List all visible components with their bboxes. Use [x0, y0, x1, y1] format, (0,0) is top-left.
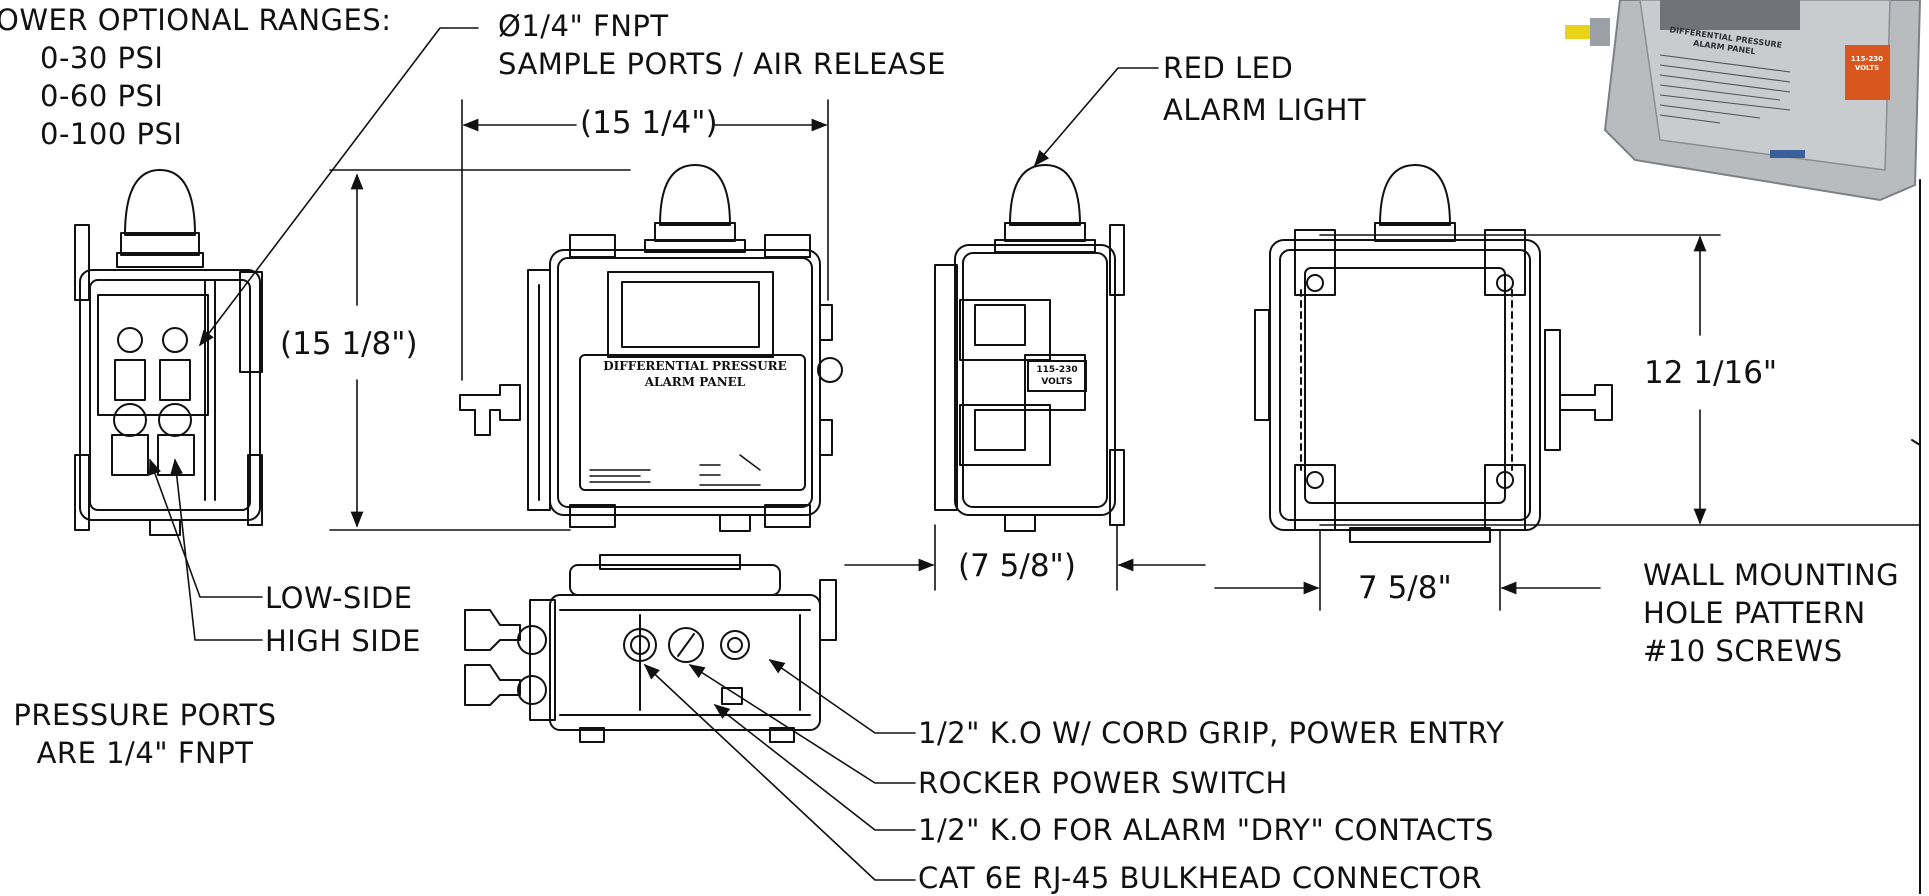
led-label-line2: ALARM LIGHT — [1163, 93, 1367, 127]
bottom-view — [464, 554, 837, 743]
sheet-border — [1911, 179, 1921, 894]
front-view — [459, 164, 843, 532]
back-view — [1254, 164, 1613, 543]
range-item-0-60: 0-60 PSI — [40, 79, 164, 113]
high-side-label: HIGH SIDE — [265, 624, 421, 658]
voltage-line2: VOLTS — [1041, 377, 1073, 387]
wall-mounting-line2: HOLE PATTERN — [1643, 596, 1866, 630]
callout-cord-grip: 1/2" K.O W/ CORD GRIP, POWER ENTRY — [918, 716, 1505, 750]
range-item-0-100: 0-100 PSI — [40, 117, 183, 151]
led-label-line1: RED LED — [1163, 51, 1294, 85]
low-side-label: LOW-SIDE — [265, 581, 413, 615]
sample-ports-size: Ø1/4" FNPT — [498, 9, 669, 43]
side-view-left — [74, 169, 263, 536]
photo-voltage-line2: VOLTS — [1854, 64, 1880, 72]
panel-title-line1: DIFFERENTIAL PRESSURE — [603, 359, 787, 373]
wall-mounting-line3: #10 SCREWS — [1643, 634, 1843, 668]
voltage-line1: 115-230 — [1036, 365, 1078, 375]
pressure-ports-note-2: ARE 1/4" FNPT — [36, 736, 254, 770]
dim-width: (15 1/4") — [580, 105, 718, 141]
panel-title: DIFFERENTIAL PRESSURE ALARM PANEL — [600, 358, 790, 390]
sample-ports-desc: SAMPLE PORTS / AIR RELEASE — [498, 47, 946, 81]
range-item-0-30: 0-30 PSI — [40, 41, 164, 75]
callout-rocker-switch: ROCKER POWER SWITCH — [918, 766, 1288, 800]
dim-height: (15 1/8") — [280, 326, 418, 362]
panel-title-line2: ALARM PANEL — [644, 375, 746, 389]
dim-hole-height: 12 1/16" — [1640, 355, 1782, 391]
callout-dry-contacts: 1/2" K.O FOR ALARM "DRY" CONTACTS — [918, 813, 1494, 847]
dim-depth: (7 5/8") — [958, 548, 1076, 584]
dimension-lines — [329, 99, 1921, 611]
pressure-ports-note-1: PRESSURE PORTS — [13, 698, 277, 732]
callout-rj45: CAT 6E RJ-45 BULKHEAD CONNECTOR — [918, 861, 1483, 895]
product-photo — [1565, 0, 1922, 202]
dim-hole-width: 7 5/8" — [1358, 570, 1452, 606]
photo-voltage: 115-230 VOLTS — [1846, 55, 1888, 73]
photo-voltage-line1: 115-230 — [1850, 55, 1884, 63]
wall-mounting-line1: WALL MOUNTING — [1643, 558, 1900, 592]
side-view-right — [934, 164, 1125, 532]
leader-lines — [148, 27, 1159, 881]
ranges-heading: OWER OPTIONAL RANGES: — [0, 3, 392, 37]
voltage-label: 115-230 VOLTS — [1027, 360, 1087, 392]
front-label-lines — [589, 454, 761, 486]
